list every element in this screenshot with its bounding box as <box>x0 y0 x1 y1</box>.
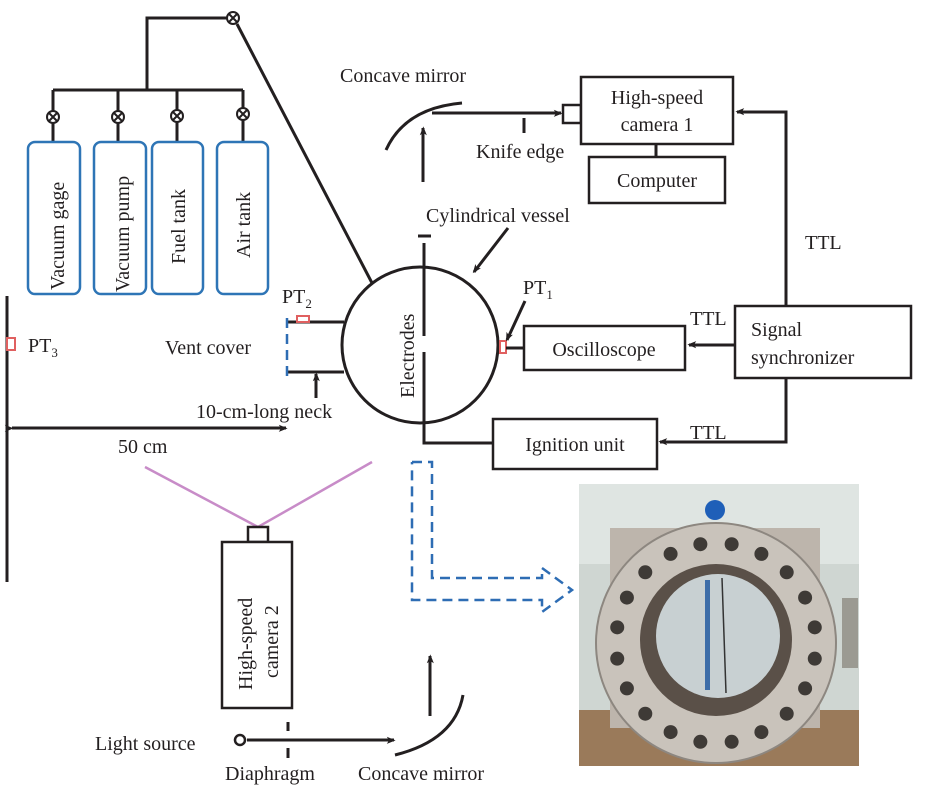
concave-mirror-bottom-label: Concave mirror <box>358 763 484 785</box>
bolt-hole <box>663 546 678 561</box>
manifold-branches <box>51 90 245 142</box>
concave-mirror-top <box>384 101 463 151</box>
valve-handwheel-icon <box>705 500 725 520</box>
bolt-hole <box>663 725 678 740</box>
bolt-hole <box>610 651 625 666</box>
concave-mirror-bottom <box>394 694 465 757</box>
camera2-field-of-view <box>144 460 373 529</box>
pt1-arrow <box>505 300 527 342</box>
bolt-hole <box>619 590 634 605</box>
cylindrical-vessel <box>340 265 500 425</box>
camera2-label-1: High-speed <box>235 598 257 690</box>
oscilloscope-box: Oscilloscope <box>522 324 687 372</box>
tank-vacuum-gage: Vacuum gage <box>26 140 82 296</box>
valve-icon[interactable] <box>111 110 125 124</box>
gas-manifold <box>46 11 374 284</box>
pt2-label: PT2 <box>282 286 312 311</box>
high-speed-camera-1-box: High-speed camera 1 <box>579 75 735 146</box>
camera1-label-2: camera 1 <box>621 114 694 136</box>
ttl-camera-line <box>735 108 788 306</box>
camera2-lens <box>246 525 270 544</box>
bolt-hole <box>610 620 625 635</box>
ttl-ignition-label: TTL <box>690 422 727 444</box>
bolt-hole <box>807 620 822 635</box>
pt2-sensor <box>296 315 310 323</box>
ignition-unit-box: Ignition unit <box>491 417 659 471</box>
photo-pointer-arrow <box>410 460 575 615</box>
tank-label: Fuel tank <box>168 189 190 264</box>
bolt-hole <box>754 725 769 740</box>
bolt-hole <box>779 706 794 721</box>
bolt-hole <box>638 706 653 721</box>
vent-cover-label: Vent cover <box>165 337 251 359</box>
camera2-label-2: camera 2 <box>261 605 283 678</box>
bolt-hole <box>724 537 739 552</box>
valve-icon[interactable] <box>236 107 250 121</box>
bolt-hole <box>638 565 653 580</box>
valve-icon[interactable] <box>46 110 60 124</box>
computer-label: Computer <box>617 170 697 192</box>
light-source-label: Light source <box>95 733 196 755</box>
pt1-sensor <box>499 340 507 354</box>
high-speed-camera-2-box: High-speed camera 2 <box>220 540 294 710</box>
electrodes-label: Electrodes <box>397 313 419 398</box>
vessel-arrow <box>472 227 510 274</box>
tank-label: Air tank <box>233 192 255 258</box>
ttl-ignition-line <box>658 378 788 446</box>
ttl-camera-label: TTL <box>805 232 842 254</box>
bolt-hole <box>693 537 708 552</box>
camera1-label-1: High-speed <box>611 87 703 109</box>
distance-label: 50 cm <box>118 436 168 458</box>
tank-label: Vacuum pump <box>112 176 134 292</box>
manifold-line <box>145 16 227 90</box>
camera1-lens <box>561 103 583 125</box>
ignition-unit-label: Ignition unit <box>525 434 625 456</box>
valve-icon[interactable] <box>170 109 184 123</box>
pt1-label: PT1 <box>523 277 553 302</box>
signal-synchronizer-box: Signal synchronizer <box>733 304 913 380</box>
oscilloscope-label: Oscilloscope <box>552 339 655 361</box>
bolt-hole <box>807 651 822 666</box>
computer-box: Computer <box>587 155 727 205</box>
bolt-hole <box>724 734 739 749</box>
light-source-icon <box>233 733 247 747</box>
vessel-photo <box>579 484 859 766</box>
tank-air: Air tank <box>215 140 270 296</box>
knife-edge-label: Knife edge <box>476 141 564 163</box>
bolt-hole <box>779 565 794 580</box>
feed-line <box>235 23 374 284</box>
cylindrical-vessel-label: Cylindrical vessel <box>426 205 570 227</box>
tank-label: Vacuum gage <box>47 182 69 290</box>
main-valve-icon[interactable] <box>226 11 240 25</box>
neck-label: 10-cm-long neck <box>196 401 332 423</box>
electrode-line <box>422 243 493 445</box>
ttl-oscilloscope-label: TTL <box>690 308 727 330</box>
pt3-label: PT3 <box>28 335 58 360</box>
pt3-sensor <box>6 337 16 351</box>
bolt-hole <box>754 546 769 561</box>
synchronizer-label-2: synchronizer <box>751 347 855 369</box>
synchronizer-label-1: Signal <box>751 319 803 341</box>
concave-mirror-top-label: Concave mirror <box>340 65 466 87</box>
tank-vacuum-pump: Vacuum pump <box>92 140 148 296</box>
bolt-hole <box>798 681 813 696</box>
tank-fuel: Fuel tank <box>150 140 205 296</box>
bolt-hole <box>693 734 708 749</box>
diaphragm-label: Diaphragm <box>225 763 315 785</box>
bolt-hole <box>619 681 634 696</box>
bolt-hole <box>798 590 813 605</box>
